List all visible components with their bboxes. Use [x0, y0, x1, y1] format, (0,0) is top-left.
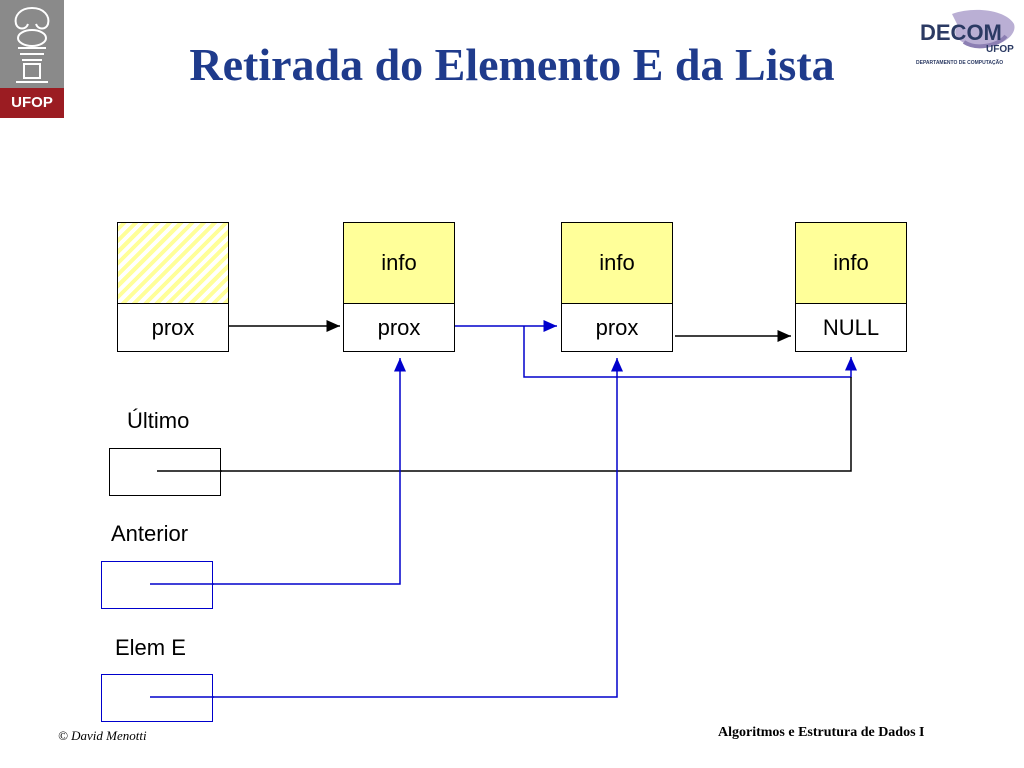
list-node-3: info prox — [561, 222, 673, 352]
anterior-label: Anterior — [111, 521, 189, 546]
decom-ufop-text: UFOP — [986, 44, 1014, 55]
decom-dept-text: DEPARTAMENTO DE COMPUTAÇÃO — [916, 60, 1004, 66]
list-node-4: info NULL — [795, 222, 907, 352]
decom-swirl-icon — [952, 9, 1015, 49]
node-info-cell: info — [344, 223, 454, 304]
footer-course: Algoritmos e Estrutura de Dados I — [718, 725, 925, 740]
node-next-cell: prox — [151, 314, 195, 340]
footer-author: © David Menotti — [58, 728, 147, 743]
ultimo-pointer-line — [157, 377, 852, 472]
list-node-2: info prox — [343, 222, 455, 352]
elem-e-pointer-box — [101, 674, 213, 722]
elem-e-pointer-line — [150, 358, 623, 698]
decom-text: DECOM — [920, 20, 1002, 45]
ufop-logo: UFOP — [0, 0, 64, 118]
ornament-icon — [14, 7, 50, 83]
node-next-cell: prox — [595, 314, 639, 340]
elem-e-label: Elem E — [115, 635, 186, 660]
node-info-cell: info — [796, 223, 906, 304]
list-node-head: prox — [117, 222, 229, 352]
ultimo-pointer-box — [109, 448, 221, 496]
node-next-cell: prox — [377, 314, 421, 340]
ufop-label: UFOP — [0, 88, 64, 118]
ultimo-label: Último — [127, 408, 190, 433]
bypass-node2-to-node4 — [523, 326, 857, 378]
node-next-cell: NULL — [822, 314, 880, 340]
node-info-cell — [118, 223, 228, 304]
node-info-cell: info — [562, 223, 672, 304]
anterior-pointer-box — [101, 561, 213, 609]
page-title: Retirada do Elemento E da Lista — [189, 39, 835, 90]
decom-logo: DECOM UFOP DEPARTAMENTO DE COMPUTAÇÃO — [914, 6, 1022, 76]
anterior-pointer-line — [150, 358, 406, 585]
